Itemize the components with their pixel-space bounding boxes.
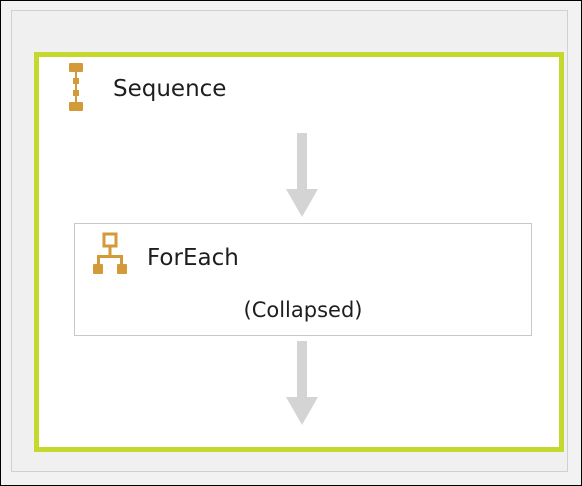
foreach-icon xyxy=(93,232,127,274)
foreach-title: ForEach xyxy=(147,245,239,271)
sequence-title: Sequence xyxy=(113,76,227,102)
sequence-activity[interactable]: Sequence ForEach (Collapsed) xyxy=(34,52,564,452)
foreach-activity[interactable]: ForEach (Collapsed) xyxy=(74,223,532,336)
collapsed-status[interactable]: (Collapsed) xyxy=(243,298,363,322)
designer-surface: Sequence ForEach (Collapsed) xyxy=(11,10,568,472)
sequence-icon xyxy=(69,63,83,111)
arrow-down-icon xyxy=(286,341,318,425)
arrow-down-icon xyxy=(286,133,318,217)
